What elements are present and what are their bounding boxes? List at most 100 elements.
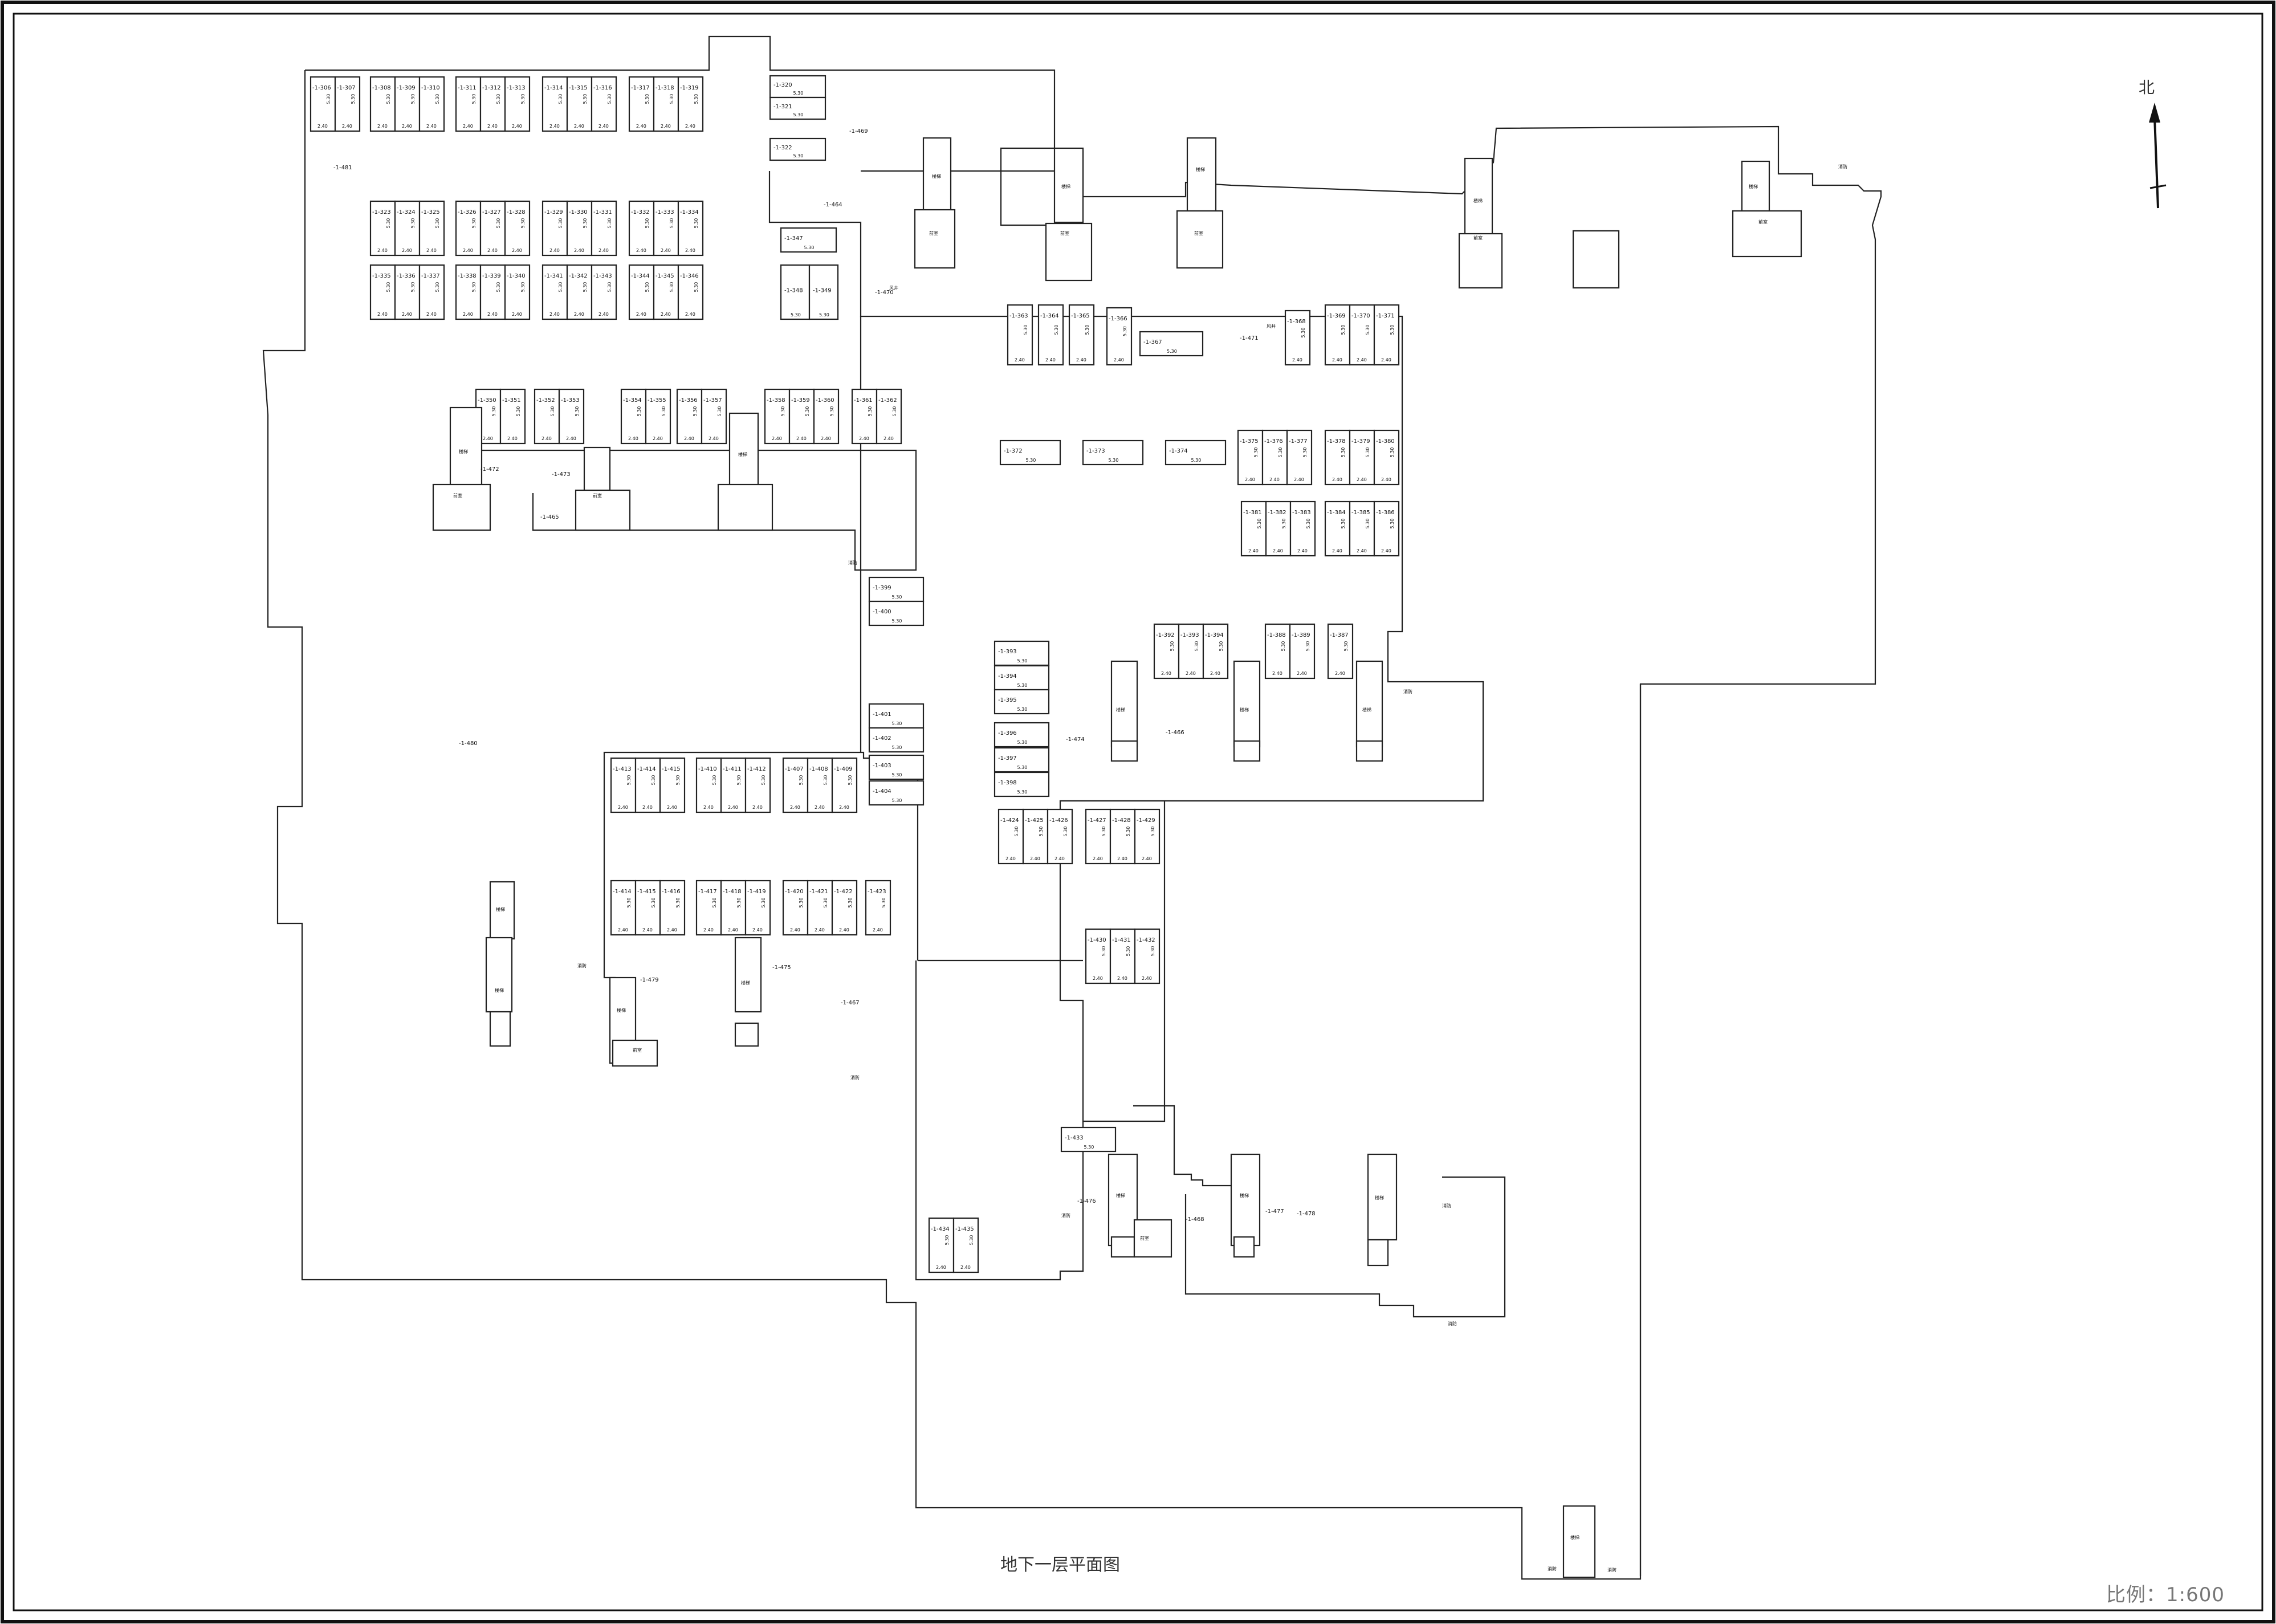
bay-depth: 5.30 [1126, 946, 1131, 957]
bay-width: 2.40 [667, 805, 677, 810]
north-label: 北 [2139, 78, 2155, 97]
bay-depth: 5.30 [694, 94, 699, 104]
core-label: 风井 [1267, 323, 1276, 329]
bay-width: 2.40 [598, 124, 609, 129]
bay-depth: 5.30 [1170, 641, 1175, 652]
core-room [1741, 160, 1770, 219]
bay-width: 2.40 [1332, 357, 1342, 363]
core-label: 前室 [1140, 1235, 1149, 1241]
parking-bay [868, 600, 925, 626]
bay-width: 2.40 [598, 248, 609, 253]
bay-width: 2.40 [549, 124, 560, 129]
parking-bay [769, 137, 826, 161]
bay-number: -1-342 [569, 273, 588, 279]
bay-width: 2.40 [342, 124, 352, 129]
bay-width: 2.40 [1117, 976, 1127, 981]
bay-number: -1-374 [1169, 448, 1188, 454]
parking-bay [653, 264, 679, 320]
parking-bay [1106, 307, 1133, 366]
bay-number: -1-371 [1376, 313, 1395, 319]
bay-number: -1-387 [1330, 632, 1349, 638]
bay-width: 2.40 [821, 436, 831, 441]
bay-number: -1-308 [372, 85, 391, 91]
parking-bay [876, 388, 902, 445]
bay-width: 2.40 [1269, 477, 1280, 482]
bay-width: 2.40 [1294, 477, 1304, 482]
bay-number: -1-321 [773, 104, 792, 110]
bay-width: 2.40 [960, 1265, 971, 1270]
bay-width: 2.40 [1093, 856, 1103, 861]
bay-width: 2.40 [642, 927, 653, 933]
bay-width: 2.40 [574, 248, 584, 253]
bay-number: -1-369 [1327, 313, 1346, 319]
bay-depth: 5.30 [496, 218, 501, 229]
bay-number: -1-422 [834, 889, 853, 895]
bay-number: -1-381 [1243, 510, 1262, 516]
bay-depth: 5.30 [1257, 519, 1262, 529]
bay-number: -1-355 [648, 397, 666, 404]
bay-depth: 5.30 [819, 312, 829, 318]
core-label: 前室 [1060, 230, 1069, 236]
core-room [575, 489, 631, 531]
bay-depth: 5.30 [410, 282, 416, 292]
parking-bay [1324, 304, 1351, 366]
bay-depth: 5.30 [637, 406, 642, 417]
zone-labels: -1-481 -1-480 -1-469 -1-464 -1-465 -1-46… [333, 128, 1316, 1223]
bay-width: 2.40 [790, 927, 800, 933]
bay-depth: 5.30 [804, 245, 815, 250]
parking-bay [1047, 808, 1073, 865]
core-label: 消防 [577, 963, 587, 968]
bay-width: 2.40 [463, 248, 473, 253]
bay-number: -1-345 [655, 273, 674, 279]
parking-bay [1082, 439, 1144, 466]
bay-depth: 5.30 [496, 94, 501, 104]
bay-depth: 5.30 [823, 775, 828, 785]
core-label: 前室 [1758, 219, 1768, 225]
parking-bay [1265, 500, 1292, 557]
bay-number: -1-424 [1000, 817, 1019, 824]
bay-number: -1-328 [507, 209, 526, 215]
parking-bay [994, 747, 1050, 773]
core-label: 消防 [1607, 1567, 1617, 1573]
parking-bay [813, 388, 840, 445]
bay-depth: 5.30 [607, 218, 612, 229]
bay-depth: 5.30 [1150, 946, 1155, 957]
bay-depth: 5.30 [1219, 641, 1224, 652]
bay-depth: 5.30 [793, 153, 804, 158]
bay-depth: 5.30 [1194, 641, 1199, 652]
bay-number: -1-324 [397, 209, 416, 215]
parking-bay [1240, 500, 1267, 557]
core-label: 楼梯 [1749, 184, 1758, 189]
bay-depth: 5.30 [761, 898, 766, 908]
bay-width: 2.40 [1272, 671, 1282, 676]
bay-depth: 5.30 [626, 898, 632, 908]
bay-depth: 5.30 [791, 312, 801, 318]
bay-number: -1-316 [593, 85, 612, 91]
core-label: 楼梯 [495, 987, 504, 993]
parking-bay [541, 76, 568, 132]
north-arrow [2149, 103, 2167, 209]
bay-number: -1-376 [1264, 438, 1283, 445]
bay-width: 2.40 [402, 124, 412, 129]
bay-depth: 5.30 [1278, 447, 1283, 458]
parking-bay [769, 96, 826, 120]
bay-number: -1-398 [998, 780, 1017, 786]
bay-depth: 5.30 [892, 618, 902, 624]
bay-width: 2.40 [1335, 671, 1345, 676]
bay-width: 2.40 [1161, 671, 1171, 676]
bay-width: 2.40 [703, 805, 714, 810]
bay-number: -1-421 [809, 889, 828, 895]
core-label: 楼梯 [1116, 707, 1125, 713]
bay-number: -1-384 [1327, 510, 1346, 516]
parking-bay [1261, 429, 1288, 486]
bay-number: -1-343 [593, 273, 612, 279]
bay-width: 2.40 [839, 805, 849, 810]
bay-width: 2.40 [541, 436, 552, 441]
bay-depth: 5.30 [435, 218, 440, 229]
bay-width: 2.40 [1381, 477, 1391, 482]
zone-label: -1-473 [552, 471, 571, 478]
parking-bay [558, 388, 585, 445]
bay-depth: 5.30 [1341, 325, 1346, 335]
bay-number: -1-351 [502, 397, 521, 404]
